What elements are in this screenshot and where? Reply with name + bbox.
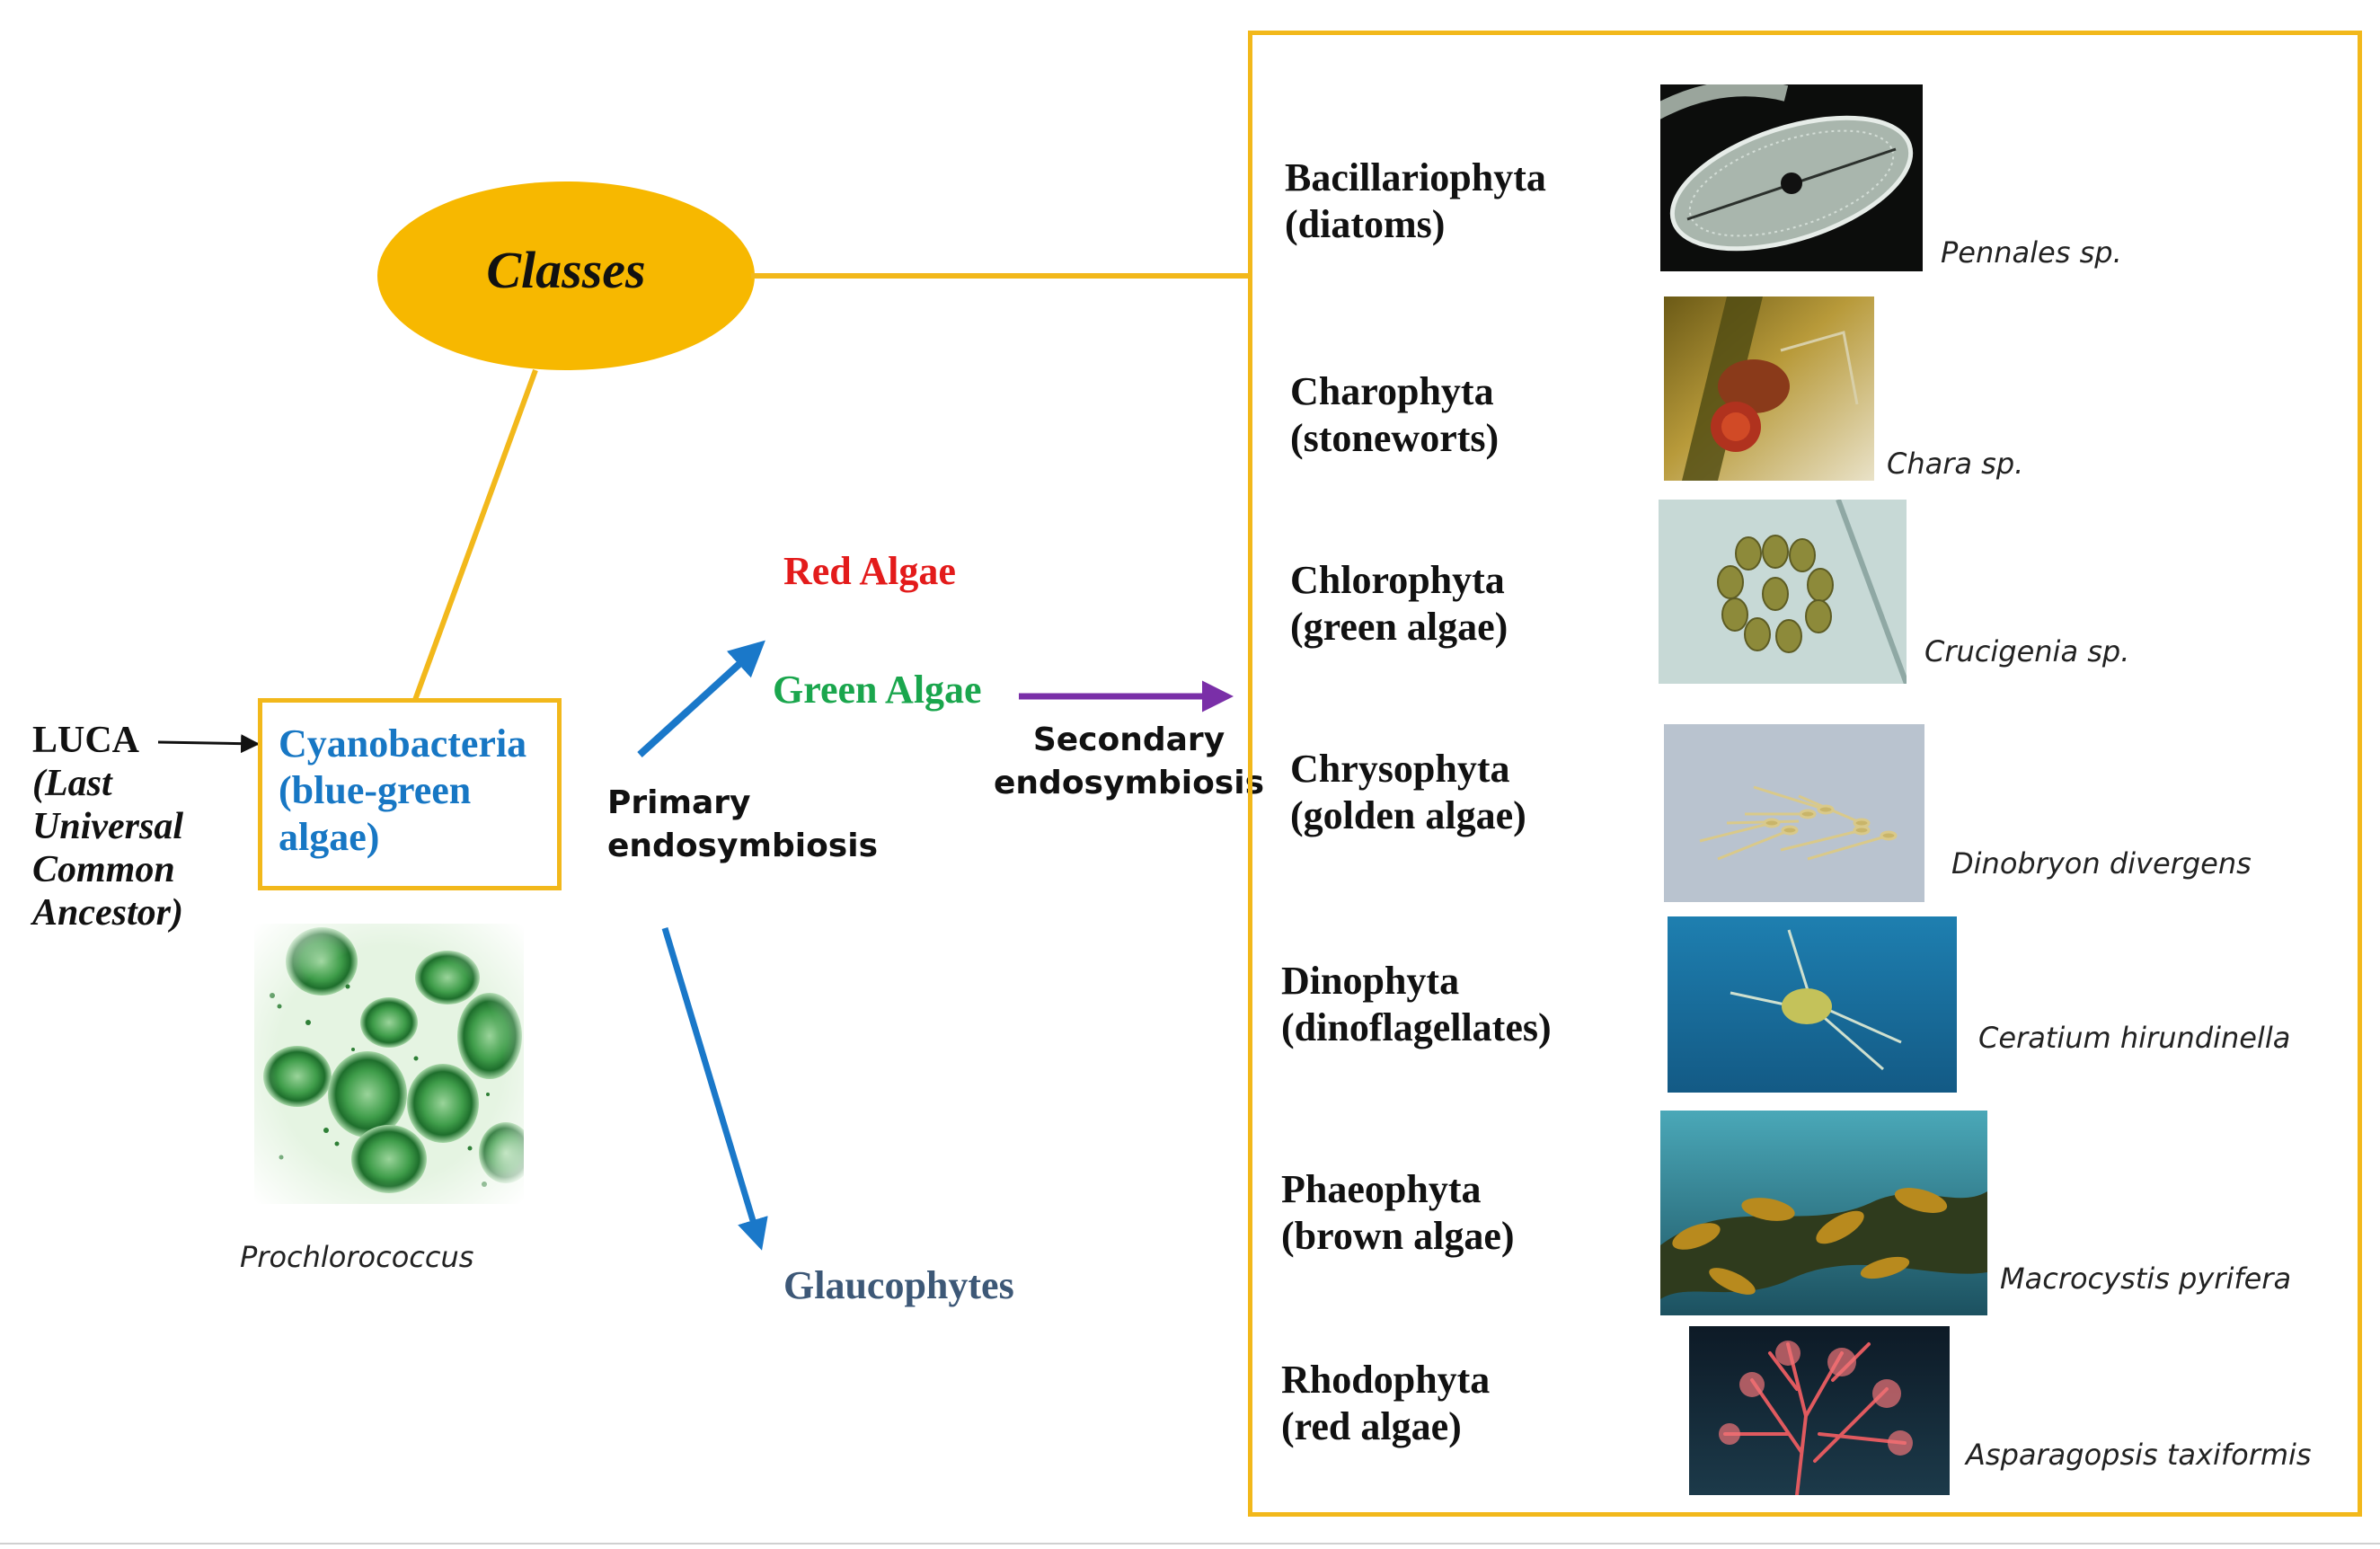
class-name: Chlorophyta (1290, 558, 1505, 602)
secondary-endosymbiosis-label: Secondary endosymbiosis (994, 719, 1264, 805)
class-common-name: (diatoms) (1285, 202, 1446, 246)
luca-name: LUCA (32, 720, 140, 761)
cyano-line-3: algae) (279, 815, 380, 859)
luca-desc-1: (Last (32, 763, 112, 804)
photo-ceratium (1668, 916, 1957, 1093)
class-common-name: (golden algae) (1290, 793, 1526, 837)
classes-hub-label: Classes (486, 240, 646, 299)
class-name: Chrysophyta (1290, 747, 1510, 791)
class-common-name: (brown algae) (1281, 1214, 1515, 1258)
photo-chara (1664, 297, 1874, 481)
class-common-name: (dinoflagellates) (1281, 1005, 1552, 1049)
photo-macrocystis (1660, 1111, 1987, 1315)
primary-line-1: Primary (607, 784, 751, 821)
species-macrocystis: Macrocystis pyrifera (2000, 1261, 2292, 1296)
luca-desc-4: Ancestor) (32, 892, 183, 934)
cyanobacteria-label: Cyanobacteria (blue-green algae) (279, 721, 526, 861)
glaucophytes-label: Glaucophytes (783, 1263, 1014, 1307)
class-name: Dinophyta (1281, 959, 1460, 1003)
class-name: Charophyta (1290, 369, 1494, 413)
photo-pennales (1660, 84, 1923, 271)
classes-panel (1248, 31, 2362, 1517)
cyanobacteria-box: Cyanobacteria (blue-green algae) (258, 698, 562, 890)
red-algae-label: Red Algae (783, 549, 956, 593)
luca-desc-2: Universal (32, 806, 183, 847)
class-name: Bacillariophyta (1285, 155, 1546, 199)
hub-to-cyanobacteria-connector (412, 368, 538, 702)
photo-crucigenia (1659, 500, 1907, 684)
class-chrysophyta: Chrysophyta (golden algae) (1290, 746, 1526, 839)
species-pennales: Pennales sp. (1941, 235, 2122, 270)
species-dinobryon: Dinobryon divergens (1951, 846, 2252, 881)
secondary-line-2: endosymbiosis (994, 765, 1264, 801)
secondary-line-1: Secondary (1032, 721, 1225, 758)
class-bacillariophyta: Bacillariophyta (diatoms) (1285, 155, 1546, 248)
luca-arrow (157, 734, 261, 754)
class-dinophyta: Dinophyta (dinoflagellates) (1281, 958, 1552, 1051)
class-rhodophyta: Rhodophyta (red algae) (1281, 1357, 1490, 1450)
class-charophyta: Charophyta (stoneworts) (1290, 368, 1499, 462)
class-chlorophyta: Chlorophyta (green algae) (1290, 557, 1508, 651)
photo-dinobryon (1664, 724, 1924, 902)
primary-endosymbiosis-label: Primary endosymbiosis (607, 782, 878, 868)
luca-label: LUCA (Last Universal Common Ancestor) (32, 719, 183, 934)
class-common-name: (green algae) (1290, 605, 1509, 649)
prochlorococcus-caption: Prochlorococcus (240, 1240, 474, 1274)
class-name: Rhodophyta (1281, 1358, 1491, 1402)
species-ceratium: Ceratium hirundinella (1978, 1021, 2291, 1055)
cyano-line-2: (blue-green (279, 768, 472, 812)
luca-desc-3: Common (32, 849, 175, 890)
prochlorococcus-photo (254, 924, 524, 1204)
species-asparagopsis: Asparagopsis taxiformis (1966, 1438, 2312, 1472)
species-crucigenia: Crucigenia sp. (1924, 634, 2130, 668)
cyano-line-1: Cyanobacteria (279, 721, 527, 766)
class-name: Phaeophyta (1281, 1167, 1482, 1211)
class-common-name: (stoneworts) (1290, 416, 1500, 460)
class-phaeophyta: Phaeophyta (brown algae) (1281, 1166, 1515, 1260)
classes-hub-ellipse (377, 181, 755, 370)
photo-asparagopsis (1689, 1326, 1950, 1495)
green-algae-label: Green Algae (773, 668, 982, 712)
primary-line-2: endosymbiosis (607, 828, 878, 864)
primary-arrow-down (661, 926, 768, 1251)
primary-arrow-up (637, 640, 765, 757)
class-common-name: (red algae) (1281, 1404, 1462, 1448)
species-chara: Chara sp. (1887, 447, 2024, 481)
